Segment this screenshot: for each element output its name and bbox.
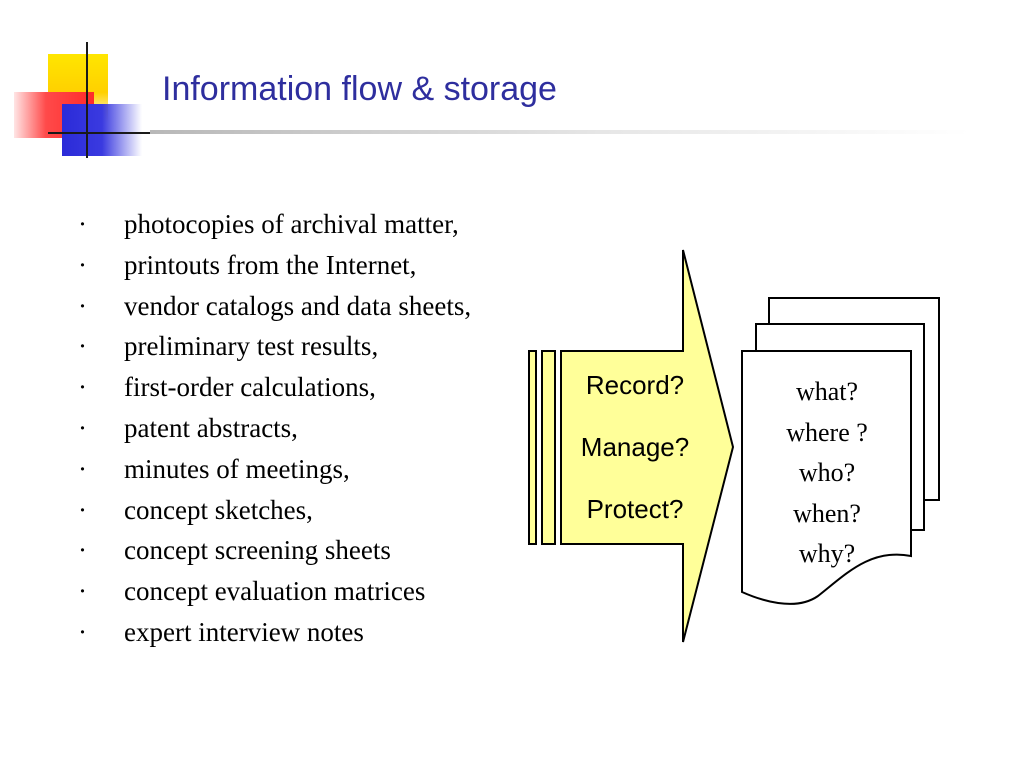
title-logo-icon (0, 0, 160, 170)
arrow-label-record: Record? (585, 370, 685, 400)
list-item-text: printouts from the Internet, (124, 249, 417, 280)
list-item-text: concept sketches, (124, 494, 313, 525)
question-what: what? (795, 377, 859, 406)
list-item: · vendor catalogs and data sheets, (70, 286, 471, 327)
question-why: why? (798, 539, 856, 568)
list-item-text: preliminary test results, (124, 331, 379, 362)
bullet-marker: · (78, 290, 87, 321)
list-item-text: expert interview notes (124, 616, 364, 647)
bullet-marker: · (78, 616, 87, 647)
arrow-label-manage: Manage? (580, 432, 690, 462)
question-where: where ? (786, 417, 868, 447)
list-item: · minutes of meetings, (70, 449, 471, 490)
arrow-label-protect: Protect? (586, 494, 684, 524)
list-item-text: photocopies of archival matter, (124, 209, 459, 239)
list-item: · photocopies of archival matter, (70, 204, 471, 245)
title-underline (150, 130, 970, 134)
question-who: who? (798, 458, 856, 487)
list-item: · first-order calculations, (70, 367, 471, 408)
list-item-text: concept evaluation matrices (124, 576, 426, 607)
flow-arrow (560, 249, 735, 643)
bullet-marker: · (78, 331, 87, 362)
logo-blue-block (62, 104, 142, 156)
list-item: · concept evaluation matrices (70, 571, 471, 612)
list-item: · expert interview notes (70, 612, 471, 653)
bullet-marker: · (78, 535, 87, 566)
list-item: · preliminary test results, (70, 326, 471, 367)
list-item-text: minutes of meetings, (124, 453, 350, 484)
bullet-marker: · (78, 494, 87, 525)
logo-horizontal-line (48, 132, 160, 134)
list-item: · concept screening sheets (70, 530, 471, 571)
list-item: · patent abstracts, (70, 408, 471, 449)
list-item: · concept sketches, (70, 490, 471, 531)
arrow-tail-bar (541, 350, 556, 545)
list-item-text: first-order calculations, (124, 372, 376, 403)
bullet-marker: · (78, 412, 87, 443)
document-questions: what? where ? who? when? why? (742, 372, 912, 575)
list-item-text: vendor catalogs and data sheets, (124, 290, 472, 321)
bullet-marker: · (78, 453, 87, 484)
arrow-tail-bar (528, 350, 537, 545)
bullet-list: · photocopies of archival matter, · printo… (70, 204, 471, 653)
bullet-marker: · (78, 209, 87, 239)
list-item-text: patent abstracts, (124, 412, 298, 443)
bullet-marker: · (78, 249, 87, 280)
document-front (741, 350, 912, 605)
bullet-marker: · (78, 576, 87, 607)
slide-title: Information flow & storage (162, 70, 557, 108)
question-when: when? (793, 498, 861, 528)
logo-vertical-line (86, 42, 88, 158)
list-item: · printouts from the Internet, (70, 245, 471, 286)
list-item-text: concept screening sheets (124, 535, 391, 566)
bullet-marker: · (78, 372, 87, 403)
